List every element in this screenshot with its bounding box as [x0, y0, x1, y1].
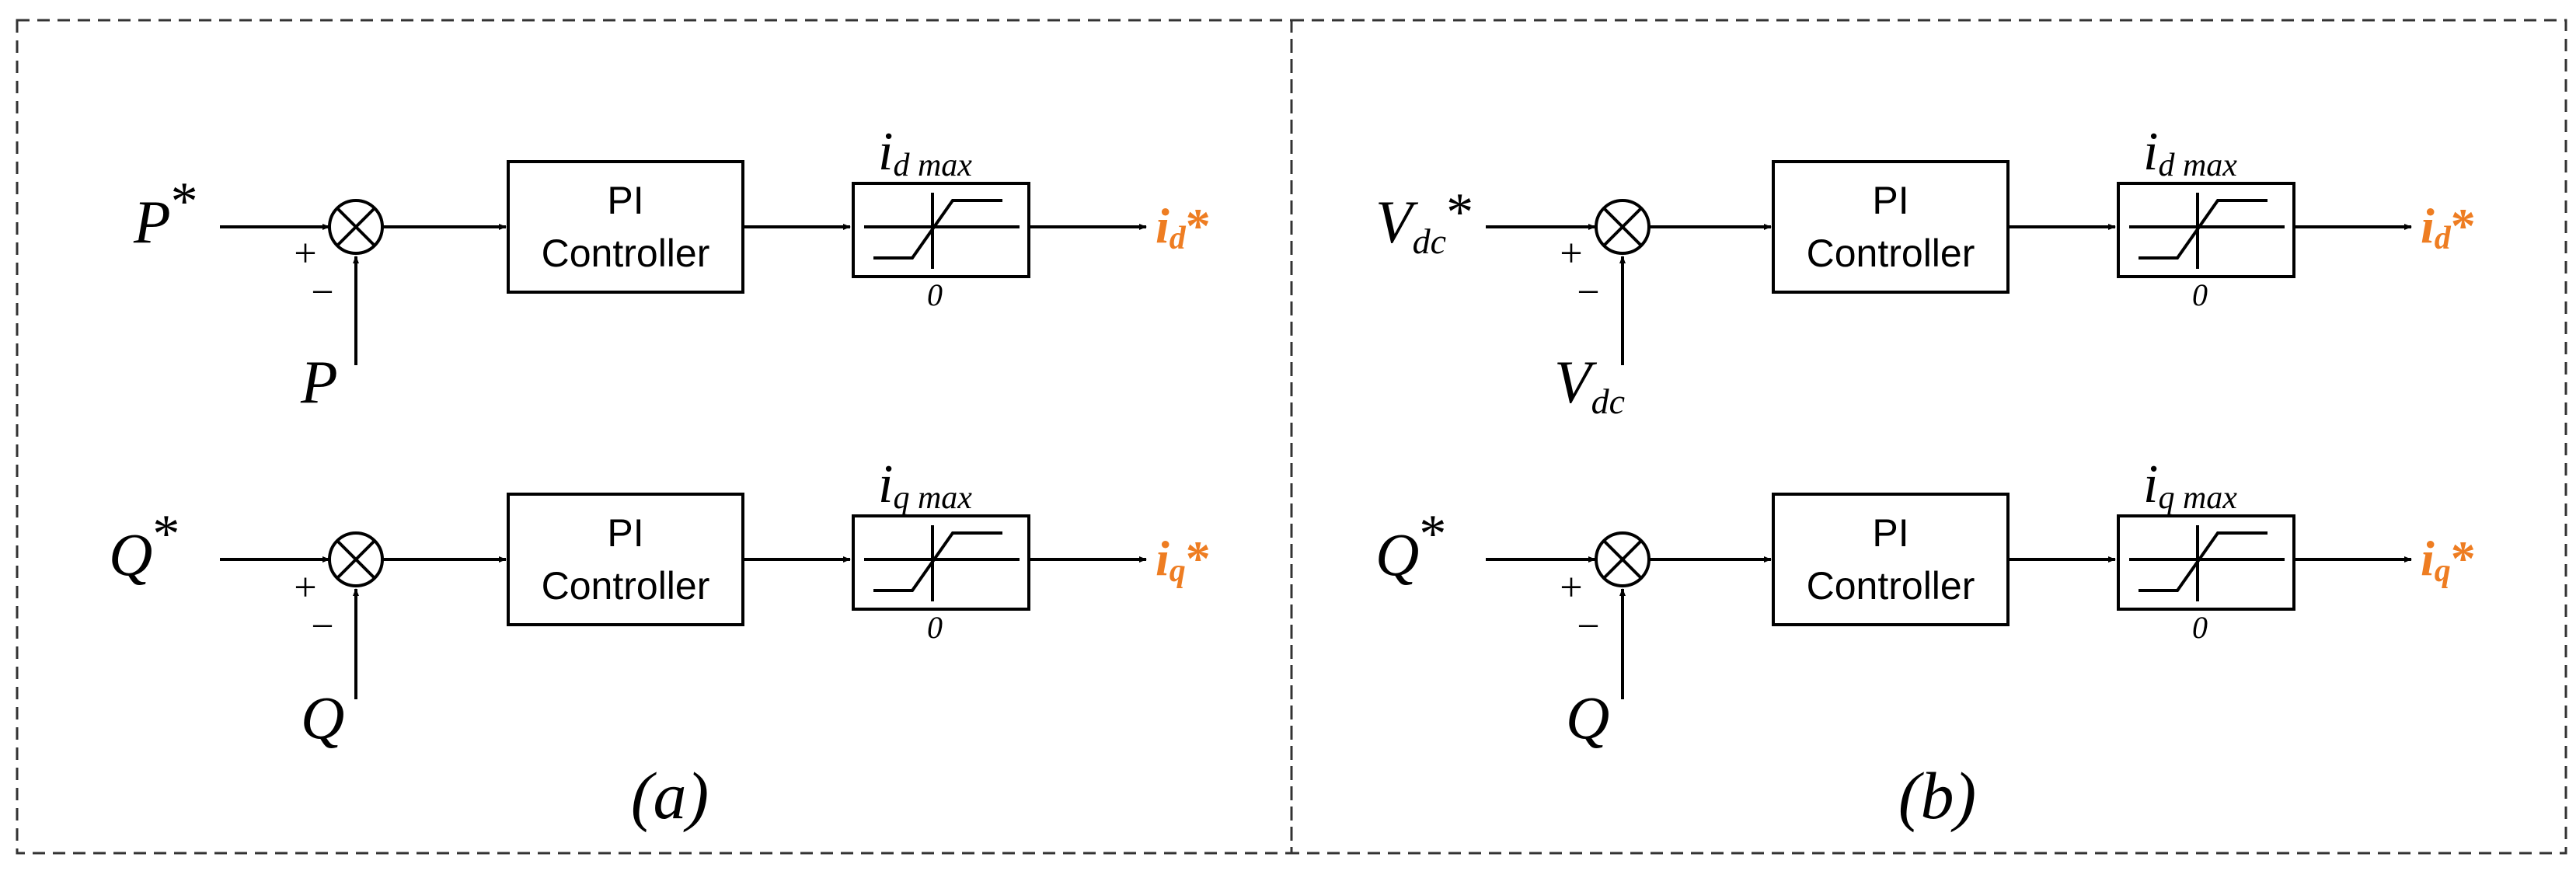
loop-a-active-power: P* + − P PI Controller id max	[133, 122, 1211, 416]
limiter-max-label: iq max	[878, 455, 972, 516]
limiter-max-label: iq max	[2143, 455, 2237, 516]
summing-junction	[1595, 531, 1651, 587]
limiter-max-label: id max	[2143, 122, 2237, 183]
feedback-label: Q	[301, 684, 344, 751]
panel-a-frame	[16, 19, 1293, 855]
controller-label-line2: Controller	[542, 564, 710, 608]
limiter-zero-label: 0	[927, 277, 943, 312]
output-label: iq*	[2421, 531, 2476, 589]
pi-controller-box	[507, 160, 744, 294]
limiter-zero-label: 0	[2192, 610, 2208, 645]
plus-sign: +	[291, 232, 319, 276]
summing-junction	[328, 531, 384, 587]
feedback-label: P	[300, 348, 338, 416]
saturation-limiter-block	[852, 514, 1030, 611]
panel-a-caption: (a)	[631, 758, 709, 833]
plus-sign: +	[1557, 232, 1584, 276]
ref-label: Q*	[1375, 504, 1446, 588]
saturation-limiter-block	[2117, 514, 2295, 611]
saturation-limiter-block	[852, 182, 1030, 278]
pi-controller-box	[507, 493, 744, 626]
output-label: id*	[1156, 198, 1211, 256]
panel-a: P* + − P PI Controller id max	[109, 122, 1211, 833]
minus-sign: −	[1574, 604, 1602, 649]
limiter-max-label: id max	[878, 122, 972, 183]
panel-b: Vdc* + − Vdc PI Controller id max	[1375, 122, 2476, 833]
ref-label: Q*	[109, 504, 180, 588]
controller-label-line1: PI	[1872, 179, 1908, 222]
minus-sign: −	[1574, 270, 1602, 315]
ref-label: P*	[133, 172, 198, 256]
loop-a-reactive-power: Q* + − Q PI Controller iq max	[109, 455, 1211, 751]
controller-label-line2: Controller	[1807, 232, 1975, 275]
pi-controller-box	[1772, 493, 2010, 626]
output-label: iq*	[1156, 531, 1211, 589]
controller-label-line1: PI	[607, 179, 643, 222]
ref-label: Vdc*	[1375, 183, 1473, 261]
controller-label-line2: Controller	[1807, 564, 1975, 608]
minus-sign: −	[308, 270, 336, 315]
saturation-limiter-block	[2117, 182, 2295, 278]
summing-junction	[328, 199, 384, 255]
loop-b-reactive-power: Q* + − Q PI Controller iq max	[1375, 455, 2476, 751]
panel-b-frame	[1290, 19, 2567, 855]
limiter-zero-label: 0	[2192, 277, 2208, 312]
controller-label-line1: PI	[607, 511, 643, 555]
controller-label-line2: Controller	[542, 232, 710, 275]
panel-b-caption: (b)	[1898, 758, 1976, 833]
limiter-zero-label: 0	[927, 610, 943, 645]
pi-controller-box	[1772, 160, 2010, 294]
loop-b-dc-voltage: Vdc* + − Vdc PI Controller id max	[1375, 122, 2476, 421]
plus-sign: +	[1557, 566, 1584, 610]
summing-junction	[1595, 199, 1651, 255]
minus-sign: −	[308, 604, 336, 649]
output-label: id*	[2421, 198, 2476, 256]
controller-label-line1: PI	[1872, 511, 1908, 555]
plus-sign: +	[291, 566, 319, 610]
feedback-label: Q	[1566, 684, 1609, 751]
feedback-label: Vdc	[1554, 348, 1625, 421]
